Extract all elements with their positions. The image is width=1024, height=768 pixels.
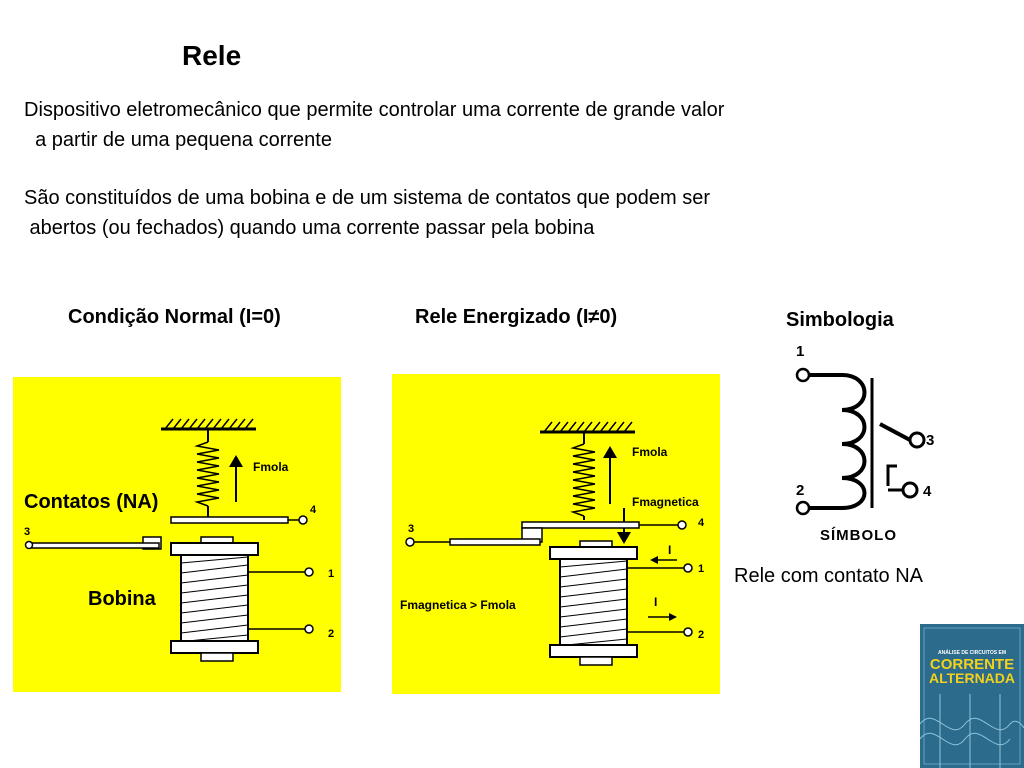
symbol-pin-2 [795, 500, 811, 516]
book-title-line1: CORRENTE [930, 656, 1014, 673]
book-cover-image: ANÁLISE DE CIRCUITOS EM CORRENTE ALTERNA… [920, 624, 1024, 768]
relay-energized-diagram: Fmola Fmagnetica 4 3 [400, 421, 705, 666]
fmola-arrow [229, 455, 243, 502]
coil-label: Bobina [88, 588, 156, 610]
relay-energized-panel: Fmola Fmagnetica 4 3 [392, 374, 720, 694]
book-cover-art: ANÁLISE DE CIRCUITOS EM CORRENTE ALTERNA… [920, 624, 1024, 768]
terminal-2 [304, 624, 314, 634]
book-title-line2: ALTERNADA [929, 670, 1015, 686]
symbol-pin-2-label: 2 [796, 482, 804, 499]
fmola-label: Fmola [632, 445, 668, 459]
symbol-pin-3-label: 3 [926, 432, 934, 449]
contacts-label: Contatos (NA) [24, 491, 159, 513]
book-small-text: ANÁLISE DE CIRCUITOS EM [938, 649, 1006, 656]
svg-text:2: 2 [698, 629, 704, 641]
relay-normal-panel: Fmola 4 3 1 2 [13, 377, 341, 692]
current-out-arrow [648, 613, 677, 621]
fmola-label: Fmola [253, 460, 289, 474]
coil-symbol [809, 373, 867, 510]
armature [170, 516, 289, 524]
relay-symbol: 1 2 3 4 SÍMBOLO [780, 338, 950, 550]
coil-winding [559, 558, 628, 646]
fmagnetica-arrow [617, 508, 631, 544]
terminal-4 [677, 520, 687, 530]
terminal-1 [683, 563, 693, 573]
heading-symbology: Simbologia [786, 309, 894, 331]
terminal-3 [405, 537, 415, 547]
current-out-label: I [654, 595, 657, 609]
terminal-2 [683, 627, 693, 637]
switch-blade [879, 422, 911, 442]
construction-paragraph: São constituídos de uma bobina e de um s… [24, 187, 710, 239]
coil-top-flange [170, 542, 259, 556]
symbol-description: Rele com contato NA [734, 565, 923, 587]
force-condition-label: Fmagnetica > Fmola [400, 598, 516, 612]
svg-text:1: 1 [328, 568, 334, 580]
terminal-4 [298, 515, 308, 525]
coil-bottom-flange [549, 644, 638, 658]
relay-normal-diagram: Fmola 4 3 1 2 [24, 418, 334, 662]
intro-paragraph: Dispositivo eletromecânico que permite c… [24, 99, 725, 151]
symbol-pin-3 [908, 431, 926, 449]
relay-symbol-diagram: 1 2 3 4 SÍMBOLO [795, 343, 934, 544]
spring [194, 429, 220, 517]
heading-normal-condition: Condição Normal (I=0) [68, 306, 281, 328]
fixed-contact [449, 538, 541, 546]
armature [521, 521, 640, 529]
svg-text:1: 1 [698, 563, 704, 575]
svg-text:4: 4 [310, 504, 317, 516]
terminal-1 [304, 567, 314, 577]
fixed-contact-symbol [886, 464, 897, 486]
svg-text:4: 4 [698, 517, 705, 529]
ceiling-hatch [161, 418, 256, 431]
current-in-arrow [650, 556, 677, 564]
coil-bottom-flange [170, 640, 259, 654]
symbol-pin-4-label: 4 [923, 483, 932, 500]
terminal-3 [24, 540, 34, 550]
svg-text:3: 3 [408, 523, 414, 535]
symbol-pin-4 [901, 481, 919, 499]
spring [570, 432, 596, 520]
fmagnetica-label: Fmagnetica [632, 495, 699, 509]
symbol-pin-1-label: 1 [796, 343, 804, 360]
symbol-caption: SÍMBOLO [820, 527, 897, 544]
coil-winding [180, 554, 249, 642]
fmola-arrow [603, 446, 617, 504]
svg-text:2: 2 [328, 628, 334, 640]
heading-energized: Rele Energizado (I≠0) [415, 306, 618, 328]
ceiling-hatch [540, 421, 635, 434]
symbol-pin-1 [795, 367, 811, 383]
fixed-contact [30, 542, 160, 549]
slide-title: Rele [182, 40, 242, 71]
coil-top-flange [549, 546, 638, 560]
svg-text:3: 3 [24, 526, 30, 538]
current-in-label: I [668, 543, 671, 557]
